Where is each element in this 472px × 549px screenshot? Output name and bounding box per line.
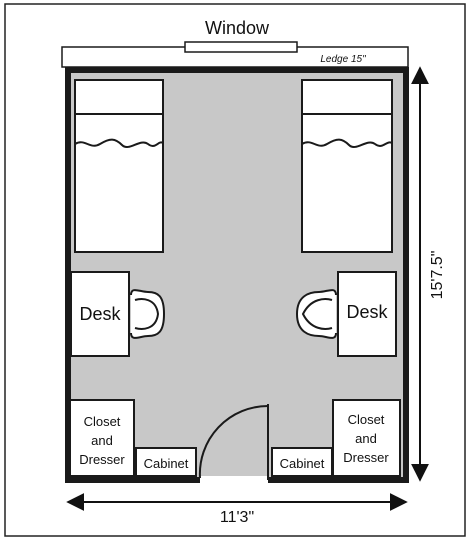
width-dimension-label: 11'3" — [220, 509, 254, 526]
bed-right — [301, 79, 393, 253]
desk-right — [337, 271, 397, 357]
closet-right-label-3: Dresser — [343, 450, 389, 465]
closet-right-label-2: and — [355, 431, 377, 446]
outer-frame — [4, 3, 466, 537]
bed-left — [74, 79, 164, 253]
cabinet-left — [135, 447, 197, 477]
cabinet-right-label: Cabinet — [280, 456, 325, 471]
closet-right-label-1: Closet — [348, 412, 385, 427]
desk-left-label: Desk — [79, 304, 121, 324]
window — [184, 41, 298, 53]
cabinet-right — [271, 447, 333, 477]
door — [198, 404, 269, 484]
length-dimension-label: 15'7.5" — [429, 251, 446, 300]
closet-dresser-left — [69, 399, 135, 477]
closet-left-label-1: Closet — [84, 414, 121, 429]
closet-left-label-3: Dresser — [79, 452, 125, 467]
ledge-label: Ledge 15" — [320, 54, 366, 65]
chair-left — [130, 289, 166, 339]
closet-dresser-right — [332, 399, 401, 477]
window-label: Window — [205, 18, 270, 38]
chair-right — [295, 289, 337, 339]
closet-left-label-2: and — [91, 433, 113, 448]
desk-left — [70, 271, 130, 357]
desk-right-label: Desk — [346, 302, 388, 322]
cabinet-left-label: Cabinet — [144, 456, 189, 471]
